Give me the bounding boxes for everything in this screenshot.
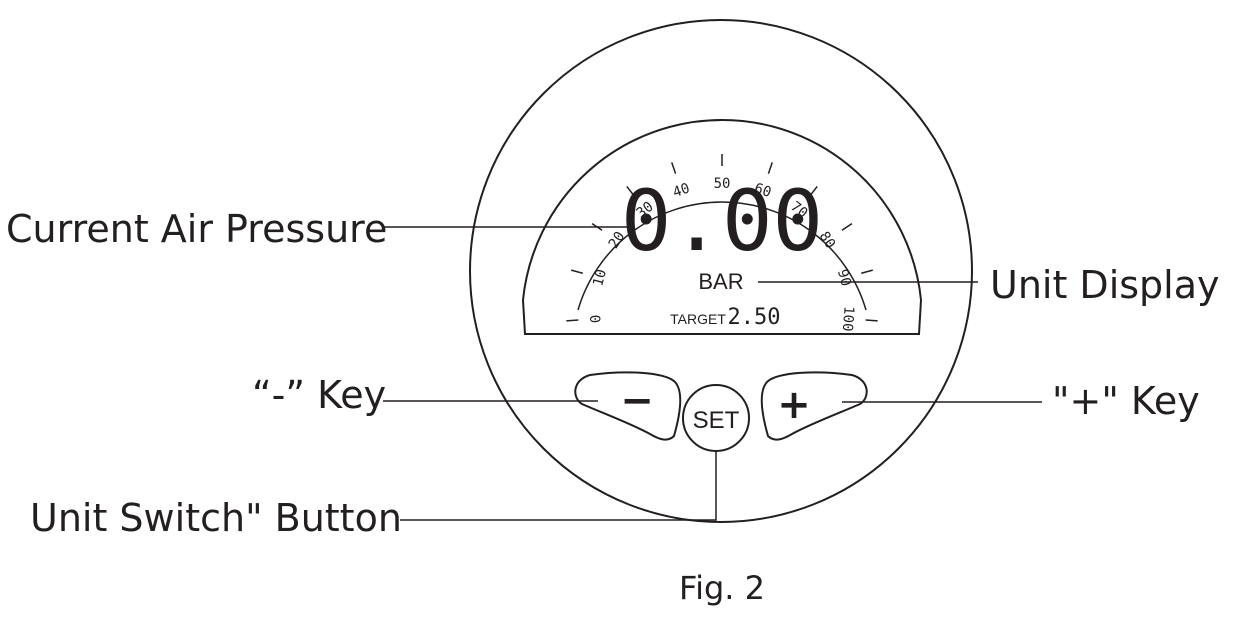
callout-unit-display: Unit Display [990, 263, 1220, 307]
scale-tick [767, 162, 773, 174]
plus-key[interactable]: + [760, 371, 868, 441]
scale-label: 90 [834, 268, 854, 288]
target-value: 2.50 [728, 305, 781, 330]
pressure-reading: 0.00 [621, 172, 823, 270]
scale-tick [841, 223, 853, 231]
scale-label: 0 [588, 314, 605, 324]
plus-key-outline [760, 371, 868, 441]
scale-ticks [566, 154, 878, 322]
set-button-label: SET [693, 407, 740, 434]
callout-unit-switch-button: Unit Switch" Button [30, 496, 402, 540]
scale-label: 50 [714, 176, 731, 192]
set-button[interactable]: SET [682, 384, 750, 452]
leader-unit-switch-button [400, 451, 717, 521]
scale-label: 40 [671, 180, 692, 201]
scale-tick [566, 319, 579, 322]
minus-key-symbol: − [620, 378, 654, 424]
callout-minus-key: “-” Key [252, 373, 386, 417]
lcd-display-window [521, 118, 923, 335]
scale-label: 100 [839, 306, 857, 332]
scale-label: 10 [590, 268, 610, 288]
gauge-outer-ring [469, 19, 973, 523]
figure-caption: Fig. 2 [679, 569, 765, 607]
scale-tick [671, 162, 677, 174]
unit-label: BAR [698, 269, 743, 294]
scale-label: 80 [816, 229, 839, 252]
callout-plus-key: "+" Key [1052, 379, 1200, 423]
scale-label: 20 [606, 229, 629, 252]
scale-tick [861, 269, 874, 274]
scale-tick [626, 185, 635, 197]
callout-current-air-pressure: Current Air Pressure [6, 207, 387, 251]
scale-tick [809, 185, 818, 197]
plus-key-symbol: + [777, 382, 811, 428]
pressure-scale-arc [577, 201, 867, 311]
minus-key[interactable]: − [574, 371, 682, 441]
scale-label: 60 [752, 180, 773, 201]
scale-tick [865, 319, 878, 322]
minus-key-outline [574, 371, 682, 441]
target-label: TARGET [670, 311, 726, 327]
scale-tick [570, 269, 583, 274]
